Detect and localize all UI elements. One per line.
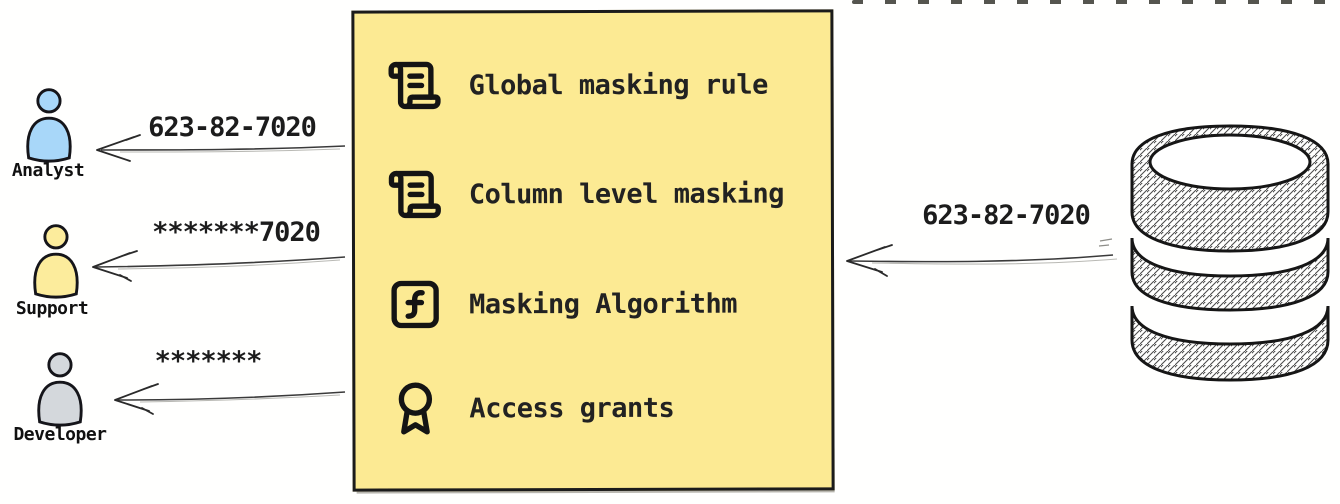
actor-label-analyst: Analyst <box>11 160 85 181</box>
developer-received-value: ******* <box>154 346 263 377</box>
scroll-text-icon <box>388 61 441 110</box>
policy-item-global-masking-rule: Global masking rule <box>386 57 768 114</box>
policy-item-label: Access grants <box>469 392 675 424</box>
analyst-person-icon <box>26 88 72 163</box>
database-source-value: 623-82-7020 <box>922 200 1091 231</box>
support-person-icon <box>33 224 79 299</box>
arrow-database-to-box <box>846 238 1118 277</box>
policy-item-masking-algorithm: Masking Algorithm <box>387 276 737 333</box>
analyst-received-value: 623-82-7020 <box>148 112 317 143</box>
top-dashed-border <box>852 0 1340 4</box>
arrow-to-developer <box>114 383 346 415</box>
award-icon <box>398 382 433 435</box>
policy-item-label: Column level masking <box>468 177 785 210</box>
policy-item-column-level-masking: Column level masking <box>387 165 784 222</box>
policy-item-label: Global masking rule <box>468 69 768 101</box>
policy-item-label: Masking Algorithm <box>469 288 738 320</box>
policy-item-access-grants: Access grants <box>387 380 674 437</box>
support-received-value: *******7020 <box>152 217 321 248</box>
actor-label-developer: Developer <box>13 424 107 445</box>
arrow-to-support <box>92 250 346 282</box>
scroll-text-icon <box>388 170 441 219</box>
database-icon <box>1130 124 1330 382</box>
function-square-icon <box>391 280 439 329</box>
masking-policy-box: Global masking rule Column level masking <box>351 9 835 492</box>
developer-person-icon <box>37 352 83 427</box>
actor-label-support: Support <box>15 298 89 319</box>
